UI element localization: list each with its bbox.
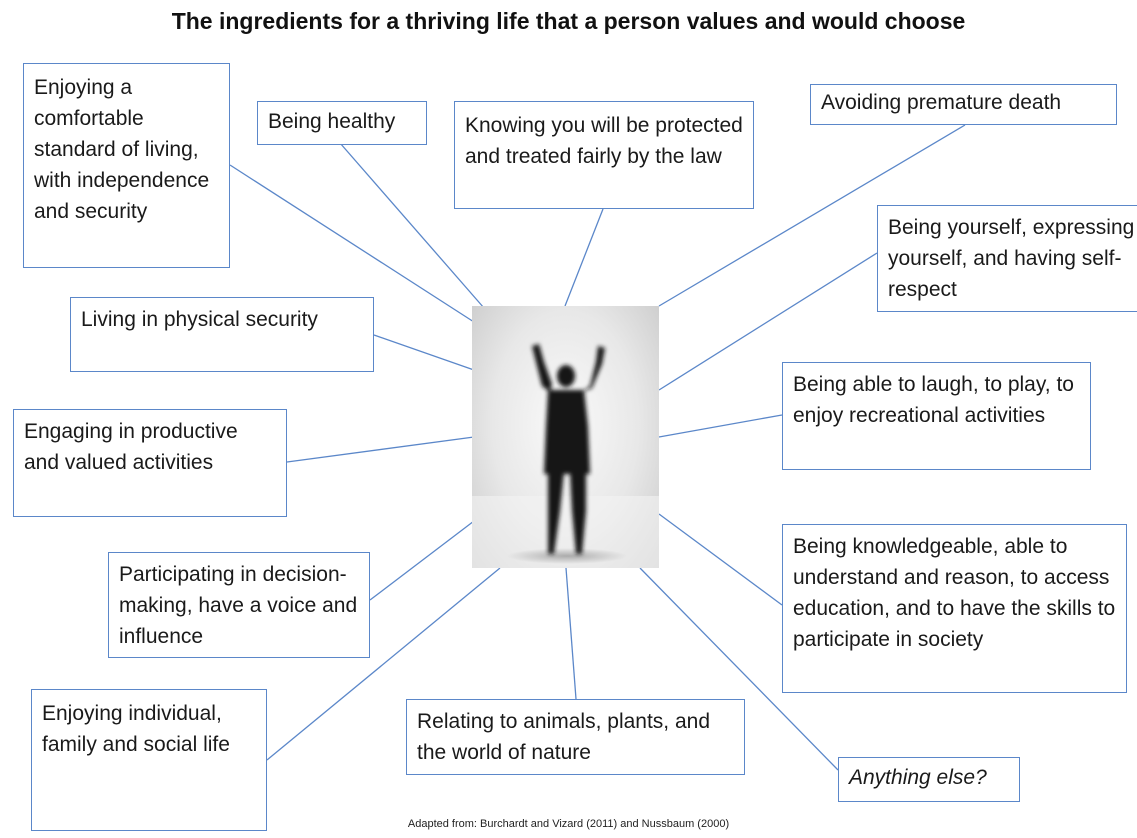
connector-family xyxy=(266,567,501,761)
connector-nature xyxy=(565,567,577,700)
connector-laugh xyxy=(658,414,783,438)
box-physical-security: Living in physical security xyxy=(70,297,374,372)
source-footnote: Adapted from: Burchardt and Vizard (2011… xyxy=(407,818,730,830)
connector-knowledgeable xyxy=(658,513,783,606)
box-premature-death: Avoiding premature death xyxy=(810,84,1117,125)
box-anything-else: Anything else? xyxy=(838,757,1020,802)
box-standard-of-living: Enjoying a comfortable standard of livin… xyxy=(23,63,230,268)
box-knowledgeable: Being knowledgeable, able to understand … xyxy=(782,524,1127,693)
box-laugh: Being able to laugh, to play, to enjoy r… xyxy=(782,362,1091,470)
box-law: Knowing you will be protected and treate… xyxy=(454,101,754,209)
connector-yourself xyxy=(658,252,878,391)
box-decision-making: Participating in decision-making, have a… xyxy=(108,552,370,658)
connector-decision-making xyxy=(369,520,475,601)
box-healthy: Being healthy xyxy=(257,101,427,145)
connector-anything-else xyxy=(639,567,839,771)
box-productive: Engaging in productive and valued activi… xyxy=(13,409,287,517)
box-yourself: Being yourself, expressing yourself, and… xyxy=(877,205,1137,312)
connector-premature-death xyxy=(658,124,966,307)
connector-law xyxy=(564,208,604,307)
connector-productive xyxy=(286,436,475,463)
connector-physical-security xyxy=(373,334,475,371)
connector-healthy xyxy=(339,142,485,309)
diagram-title: The ingredients for a thriving life that… xyxy=(171,8,966,34)
box-nature: Relating to animals, plants, and the wor… xyxy=(406,699,745,775)
silhouette-icon xyxy=(472,344,659,568)
box-family: Enjoying individual, family and social l… xyxy=(31,689,267,831)
person-silhouette-image xyxy=(472,306,659,568)
connector-standard-of-living xyxy=(229,164,475,323)
